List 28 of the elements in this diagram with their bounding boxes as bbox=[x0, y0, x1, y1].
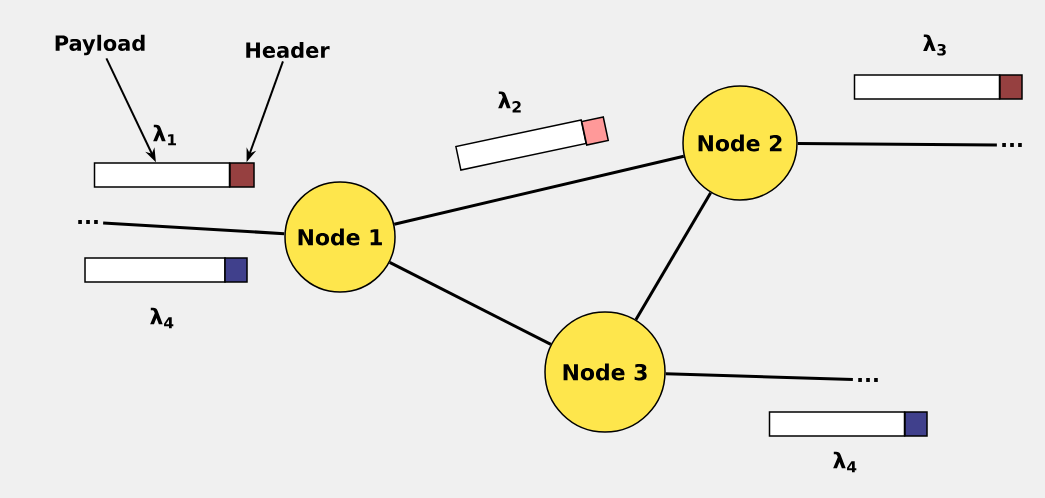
packet-segment bbox=[853, 74, 1001, 100]
link-line bbox=[797, 141, 997, 147]
text-label: Header bbox=[246, 41, 330, 59]
packet-segment bbox=[84, 257, 226, 283]
packet-segment bbox=[455, 119, 587, 171]
link-line bbox=[389, 260, 552, 346]
text-label: Payload bbox=[55, 34, 145, 56]
link-line bbox=[393, 154, 685, 226]
packet-segment bbox=[224, 257, 248, 283]
network-node: Node 3 bbox=[544, 311, 666, 433]
wavelength-label: λ$_{4}$ bbox=[150, 307, 174, 329]
packet-segment bbox=[768, 411, 906, 437]
wavelength-label: λ$_{3}$ bbox=[923, 34, 946, 56]
packet-segment bbox=[999, 74, 1023, 100]
network-node: Node 2 bbox=[682, 85, 798, 201]
packet-segment bbox=[904, 411, 928, 437]
packet-segment bbox=[93, 162, 231, 188]
network-node: Node 1 bbox=[284, 181, 396, 293]
text-label: ... bbox=[1002, 143, 1022, 147]
link-line bbox=[665, 372, 853, 382]
wavelength-label: λ$_{2}$ bbox=[498, 91, 521, 113]
text-label: ... bbox=[78, 220, 98, 224]
link-line bbox=[103, 221, 285, 236]
wavelength-label: λ$_{1}$ bbox=[153, 124, 176, 146]
link-line bbox=[634, 191, 712, 321]
text-label: ... bbox=[858, 378, 878, 382]
packet-segment bbox=[229, 162, 255, 188]
wavelength-label: λ$_{4}$ bbox=[833, 451, 857, 473]
